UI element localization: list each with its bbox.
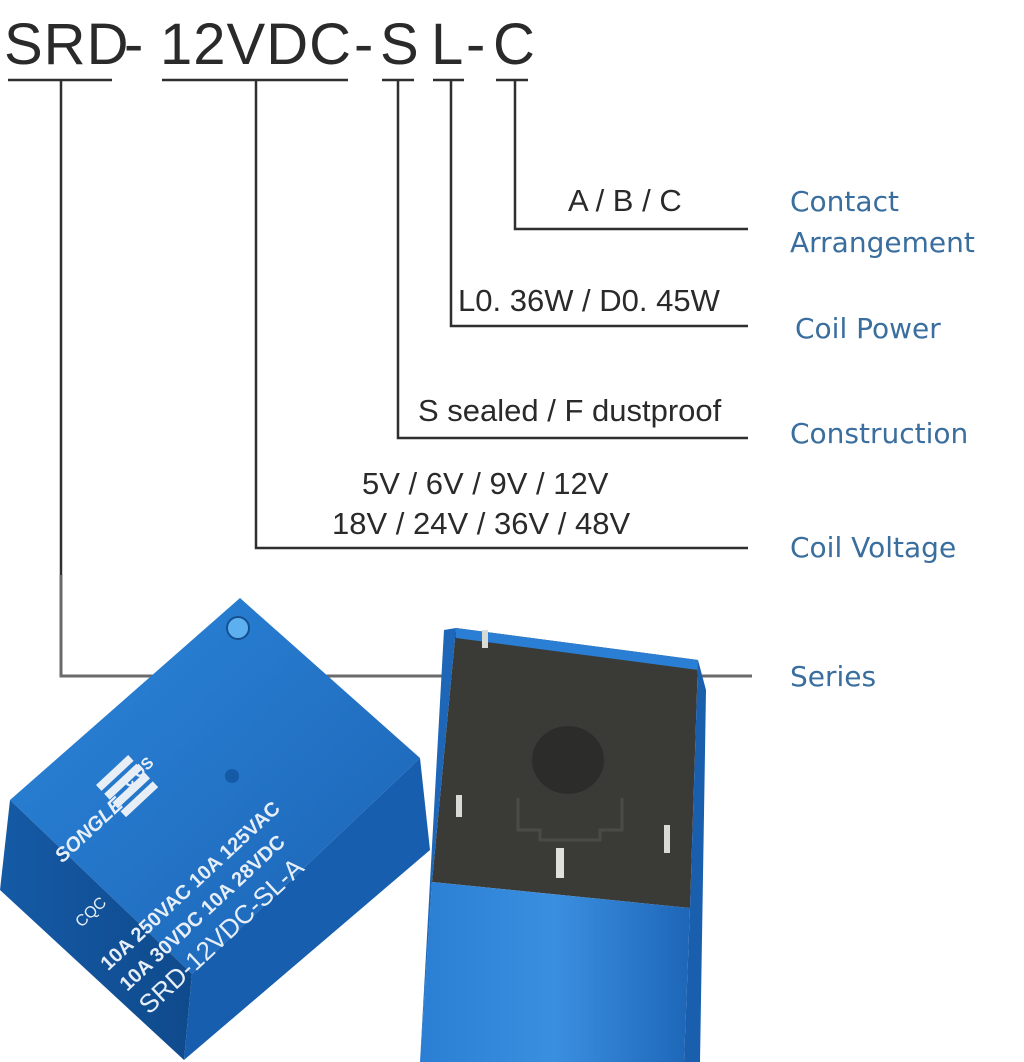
label-series: Series: [790, 660, 877, 693]
part-voltage: 12VDC: [160, 12, 352, 77]
right-relay: [420, 628, 706, 1062]
part-dash: -: [124, 12, 145, 77]
part-construction: S: [380, 12, 420, 77]
relay-photo: SONGLE CQC c US 10A 250VAC 10A 125VAC 10…: [0, 598, 706, 1062]
left-relay: SONGLE CQC c US 10A 250VAC 10A 125VAC 10…: [0, 598, 430, 1060]
songle-logo: [96, 754, 159, 818]
option-contact-arrangement: A / B / C: [568, 183, 682, 218]
label-coil-power: Coil Power: [795, 312, 941, 345]
part-dash: -: [466, 12, 487, 77]
label-construction: Construction: [790, 417, 969, 450]
leader-lines: [8, 78, 752, 678]
label-coil-voltage: Coil Voltage: [790, 531, 957, 564]
option-construction: S sealed / F dustproof: [418, 393, 722, 428]
part-series: SRD: [4, 12, 130, 77]
option-coil-power: L0. 36W / D0. 45W: [458, 283, 720, 318]
part-contact: C: [493, 12, 536, 77]
option-coil-voltage-line2: 18V / 24V / 36V / 48V: [332, 506, 631, 541]
label-contact-arrangement-2: Arrangement: [790, 226, 975, 259]
label-contact-arrangement-1: Contact: [790, 185, 899, 218]
option-coil-voltage-line1: 5V / 6V / 9V / 12V: [362, 466, 609, 501]
part-coil-power: L: [431, 12, 465, 77]
part-dash: -: [354, 12, 375, 77]
